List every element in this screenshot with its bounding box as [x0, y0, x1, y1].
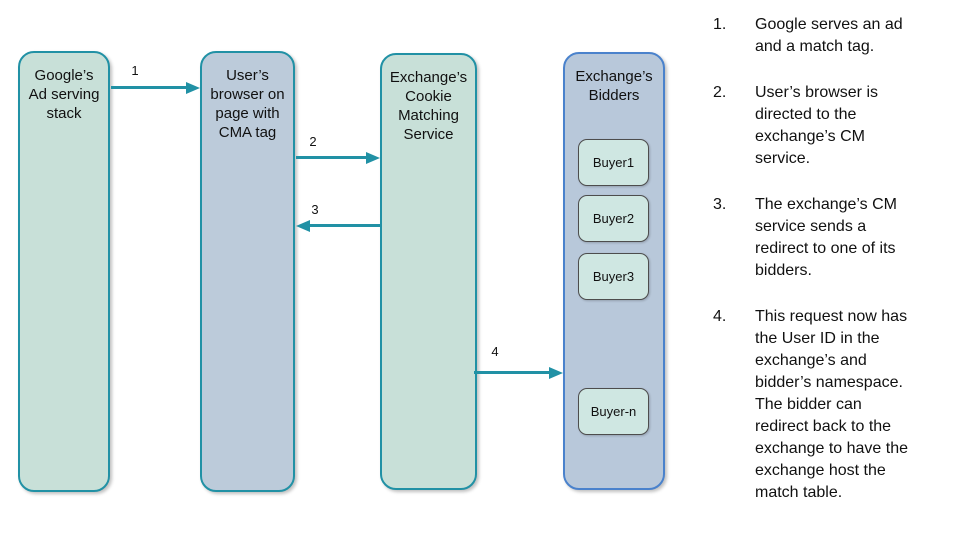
step-item-1: 1. Google serves an ad and a match tag.: [713, 14, 953, 58]
arrow-4-label: 4: [491, 344, 499, 359]
step-1-text: Google serves an ad and a match tag.: [755, 16, 903, 55]
buyer-box-2-label: Buyer2: [592, 211, 635, 226]
arrow-4-cm-to-bidders: [474, 366, 563, 379]
arrow-1-google-to-browser: [111, 81, 200, 94]
node-exchange-bidders: Exchange’s Bidders Buyer1 Buyer2 Buyer3 …: [563, 52, 665, 490]
step-2-number: 2.: [713, 84, 727, 101]
buyer-box-2: Buyer2: [578, 195, 649, 242]
step-3-text: The exchange’s CM service sends a redire…: [755, 196, 897, 279]
arrow-3-cm-to-browser: [296, 219, 380, 232]
step-item-2: 2. User’s browser is directed to the exc…: [713, 82, 953, 170]
node-cookie-matching-service-label: Exchange’s Cookie Matching Service: [389, 69, 468, 143]
arrow-1-label: 1: [131, 63, 139, 78]
buyer-box-n-label: Buyer-n: [590, 404, 637, 419]
step-item-3: 3. The exchange’s CM service sends a red…: [713, 194, 953, 282]
buyer-box-n: Buyer-n: [578, 388, 649, 435]
steps-list: 1. Google serves an ad and a match tag. …: [713, 14, 953, 528]
arrow-2-browser-to-cm: [296, 151, 380, 164]
step-4-text: This request now has the User ID in the …: [755, 308, 909, 501]
node-user-browser: User’s browser on page with CMA tag: [200, 51, 295, 492]
arrow-2-label: 2: [309, 134, 317, 149]
step-3-number: 3.: [713, 196, 727, 213]
step-1-number: 1.: [713, 16, 727, 33]
arrow-3-label: 3: [311, 202, 319, 217]
node-exchange-bidders-label: Exchange’s Bidders: [575, 68, 653, 104]
node-google-ad-serving-stack: Google’s Ad serving stack: [18, 51, 110, 492]
buyer-box-3-label: Buyer3: [592, 269, 635, 284]
step-item-4: 4. This request now has the User ID in t…: [713, 306, 953, 504]
step-4-number: 4.: [713, 308, 727, 325]
node-cookie-matching-service: Exchange’s Cookie Matching Service: [380, 53, 477, 490]
node-user-browser-label: User’s browser on page with CMA tag: [210, 67, 285, 141]
node-google-ad-serving-stack-label: Google’s Ad serving stack: [28, 67, 100, 122]
step-2-text: User’s browser is directed to the exchan…: [755, 84, 878, 167]
buyer-box-1: Buyer1: [578, 139, 649, 186]
buyer-box-1-label: Buyer1: [592, 155, 635, 170]
buyer-box-3: Buyer3: [578, 253, 649, 300]
